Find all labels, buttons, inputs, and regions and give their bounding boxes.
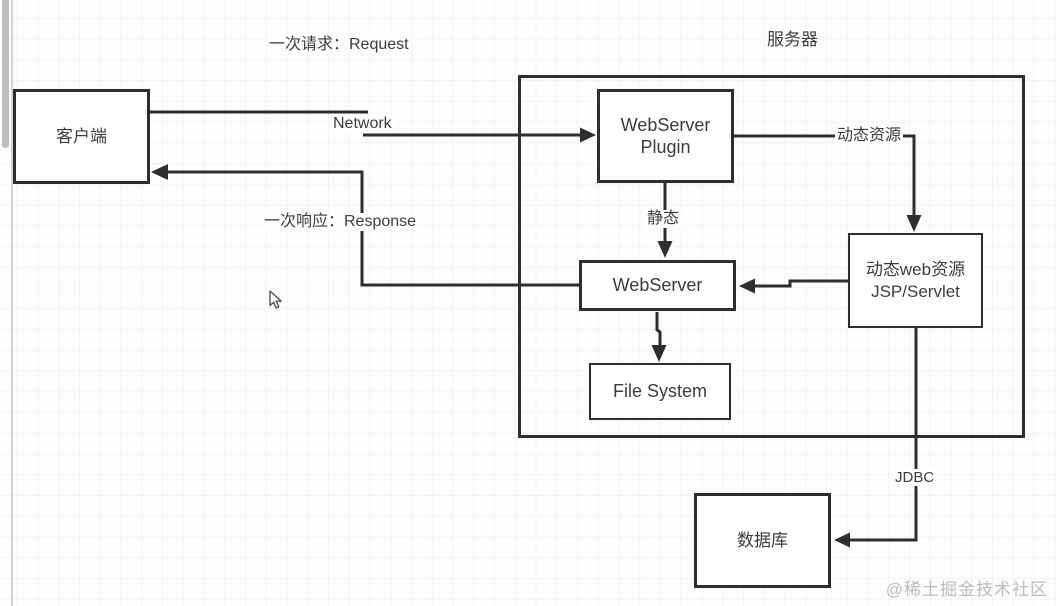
webserver-to-filesystem-line — [655, 312, 662, 347]
jsp-to-webserver-line — [753, 279, 848, 288]
node-database-label: 数据库 — [737, 530, 788, 550]
watermark: @稀土掘金技术社区 — [885, 580, 1048, 599]
arrowhead-into-plugin — [580, 127, 596, 143]
scrollbar-thumb[interactable] — [2, 0, 9, 148]
node-webserver: WebServer — [579, 260, 736, 311]
jdbc-line — [850, 328, 918, 542]
scrollbar-track[interactable] — [11, 0, 13, 606]
node-dynamic-web-resource-label-line1: 动态web资源 — [865, 260, 966, 280]
node-client-label: 客户端 — [56, 126, 107, 146]
arrowhead-into-jsp-top — [906, 215, 922, 232]
jdbc-edge-label: JDBC — [893, 469, 937, 487]
node-webserver-plugin-label-line1: WebServer — [620, 114, 711, 135]
mouse-cursor-icon — [269, 290, 282, 309]
node-client: 客户端 — [13, 89, 150, 184]
arrowhead-into-webserver-right — [739, 278, 755, 294]
node-webserver-label: WebServer — [612, 275, 703, 296]
node-webserver-plugin-label-line2: Plugin — [640, 137, 691, 157]
node-database: 数据库 — [694, 493, 831, 588]
arrowhead-into-webserver-top — [657, 241, 673, 258]
node-file-system: File System — [589, 363, 731, 420]
arrowhead-into-filesystem — [651, 345, 667, 362]
request-label: 一次请求：Request — [267, 36, 411, 55]
dynamic-resource-edge-label: 动态资源 — [835, 127, 904, 146]
response-label: 一次响应：Response — [262, 213, 419, 232]
node-file-system-label: File System — [612, 381, 708, 402]
static-edge-label: 静态 — [645, 210, 682, 229]
node-dynamic-web-resource-label-line2: JSP/Servlet — [871, 281, 960, 301]
node-webserver-plugin: WebServer Plugin — [597, 89, 734, 183]
server-boundary-box — [518, 75, 1025, 438]
arrowhead-into-database — [834, 532, 850, 548]
network-label: Network — [331, 115, 394, 134]
server-label: 服务器 — [765, 30, 820, 50]
node-dynamic-web-resource: 动态web资源 JSP/Servlet — [848, 233, 983, 328]
dynamic-resource-line — [734, 134, 916, 217]
arrowhead-into-client — [151, 164, 168, 180]
